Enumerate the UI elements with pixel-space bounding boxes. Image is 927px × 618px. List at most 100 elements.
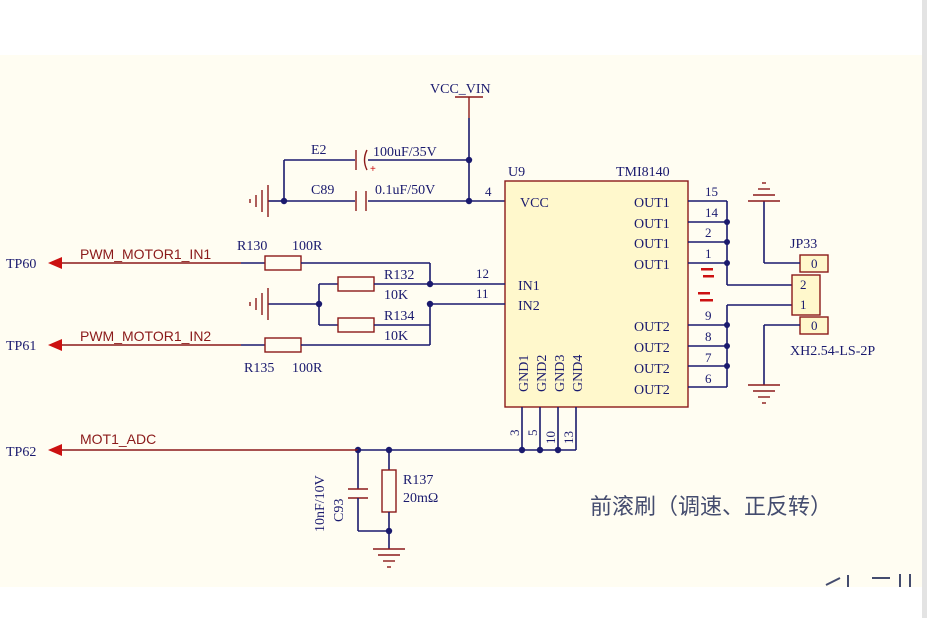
junction-dot — [724, 343, 730, 349]
r132-ref: R132 — [384, 268, 414, 283]
svg-text:OUT2: OUT2 — [634, 362, 670, 377]
e2-value: 100uF/35V — [373, 145, 437, 160]
r135-ref: R135 — [244, 361, 274, 376]
svg-text:15: 15 — [705, 184, 718, 199]
c89-ref: C89 — [311, 183, 334, 198]
svg-text:14: 14 — [705, 205, 719, 220]
jp33-ref: JP33 — [790, 237, 817, 252]
scrollbar[interactable] — [922, 0, 927, 618]
svg-text:GND4: GND4 — [571, 355, 586, 392]
circuit-caption: 前滚刷（调速、正反转） — [590, 495, 832, 520]
junction-dot — [280, 197, 288, 205]
svg-text:3: 3 — [507, 430, 522, 437]
ic-ref: U9 — [508, 165, 525, 180]
r134-ref: R134 — [384, 309, 414, 324]
resistor-r130 — [241, 255, 431, 284]
ic-gnd-pins: GND1 GND2 GND3 GND4 3 5 10 13 — [507, 355, 586, 444]
ic-part: TMI8140 — [616, 165, 670, 180]
capacitor-c89 — [355, 191, 367, 211]
r132-value: 10K — [384, 288, 408, 303]
junction-dot — [385, 527, 393, 535]
svg-text:OUT2: OUT2 — [634, 320, 670, 335]
tp61-label: TP61 — [6, 339, 36, 354]
r130-ref: R130 — [237, 239, 267, 254]
net-pwm-in1: PWM_MOTOR1_IN1 — [80, 246, 211, 262]
junction-dot — [724, 219, 730, 225]
decoupling-wires — [268, 159, 505, 202]
net-mot-adc: MOT1_ADC — [80, 431, 156, 447]
jp33-pin: 2 — [800, 277, 807, 292]
junction-dot — [426, 300, 434, 308]
ground-icon — [249, 288, 269, 320]
svg-text:OUT1: OUT1 — [634, 196, 670, 211]
jp33-part: XH2.54-LS-2P — [790, 344, 875, 359]
svg-text:5: 5 — [525, 430, 540, 437]
capacitor-e2: + — [355, 149, 376, 175]
tp62-label: TP62 — [6, 445, 36, 460]
vcc-vin-label: VCC_VIN — [430, 82, 491, 97]
svg-text:OUT2: OUT2 — [634, 383, 670, 398]
r137-ref: R137 — [403, 473, 433, 488]
input-wires — [429, 283, 505, 345]
ic-pin-name: IN1 — [518, 279, 540, 294]
jp33-pin: 0 — [811, 256, 818, 271]
e2-ref: E2 — [311, 143, 327, 158]
svg-text:GND3: GND3 — [553, 355, 568, 392]
r134-value: 10K — [384, 329, 408, 344]
tp60-label: TP60 — [6, 257, 36, 272]
tp61-arrow-icon — [48, 339, 241, 351]
ic-pin-num: 4 — [485, 184, 492, 199]
jp33-pin: 0 — [811, 318, 818, 333]
r135-value: 100R — [292, 361, 323, 376]
svg-text:9: 9 — [705, 308, 712, 323]
c89-value: 0.1uF/50V — [375, 183, 435, 198]
schematic-sheet — [0, 55, 922, 587]
resistor-r135 — [241, 337, 430, 353]
tp60-arrow-icon — [48, 257, 241, 269]
resistor-r132 — [319, 276, 430, 292]
junction-dot — [315, 300, 323, 308]
svg-text:GND2: GND2 — [535, 355, 550, 392]
ic-u9-body — [504, 180, 689, 408]
svg-text:2: 2 — [705, 225, 712, 240]
junction-dot — [724, 322, 730, 328]
junction-dot — [724, 239, 730, 245]
junction-dot — [554, 446, 562, 454]
c93-ref: C93 — [332, 499, 347, 522]
junction-dot — [536, 446, 544, 454]
ground-icon — [748, 182, 780, 202]
jp33-pin: 1 — [800, 297, 807, 312]
svg-text:OUT2: OUT2 — [634, 341, 670, 356]
c93-value: 10nF/10V — [313, 475, 328, 532]
r130-value: 100R — [292, 239, 323, 254]
ic-pin-num: 11 — [476, 286, 489, 301]
svg-text:10: 10 — [543, 431, 558, 444]
red-annotation-mark — [698, 268, 714, 302]
ground-icon — [748, 384, 780, 404]
junction-dot — [465, 156, 473, 164]
connector-ground-wires — [763, 201, 800, 385]
svg-text:OUT1: OUT1 — [634, 237, 670, 252]
resistor-r134 — [319, 317, 430, 333]
junction-dot — [465, 197, 473, 205]
connector-jp33 — [791, 254, 829, 335]
svg-text:8: 8 — [705, 329, 712, 344]
ground-icon — [373, 548, 405, 568]
svg-text:1: 1 — [705, 246, 712, 261]
ic-right-pins: OUT1 15 OUT1 14 OUT1 2 OUT1 1 OUT2 9 OUT… — [634, 184, 719, 398]
junction-dot — [518, 446, 526, 454]
ic-pin-name: IN2 — [518, 299, 540, 314]
vcc-vin-power-symbol — [455, 96, 483, 201]
svg-text:OUT1: OUT1 — [634, 217, 670, 232]
ground-icon — [249, 185, 269, 217]
svg-text:7: 7 — [705, 350, 712, 365]
tp62-arrow-icon — [48, 444, 358, 456]
net-pwm-in2: PWM_MOTOR1_IN2 — [80, 328, 211, 344]
svg-text:+: + — [370, 164, 376, 175]
r137-value: 20mΩ — [403, 491, 438, 506]
ic-pin-num: 12 — [476, 266, 489, 281]
svg-text:13: 13 — [561, 431, 576, 444]
junction-dot — [724, 363, 730, 369]
junction-dot — [724, 260, 730, 266]
